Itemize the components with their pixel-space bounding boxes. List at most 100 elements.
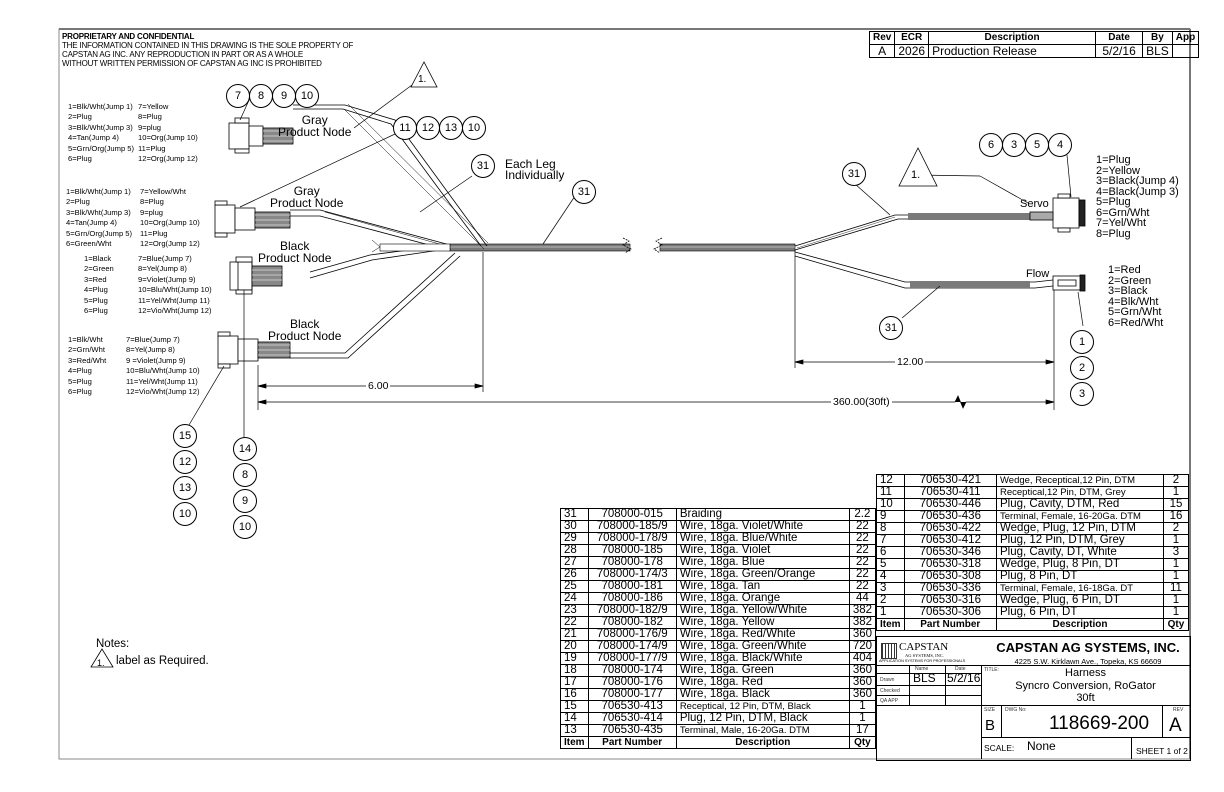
item-balloon: 10 bbox=[462, 116, 486, 140]
bom-part-number: 708000-174/3 bbox=[587, 568, 677, 581]
company-address: 4225 S.W. Kirklawn Ave., Topeka, KS 6660… bbox=[1014, 657, 1162, 666]
bom-part-number: 706530-346 bbox=[903, 546, 998, 559]
node1-label-bottom: Product Node bbox=[278, 125, 352, 139]
pin-row: 3=Blk/Wht(Jump 3)9=plug bbox=[68, 123, 198, 133]
drawn-label: Drawn bbox=[880, 677, 895, 683]
dimension-6: 6.00 bbox=[366, 380, 391, 392]
bom-description: Receptical, 12 Pin, DTM, Black bbox=[675, 700, 850, 713]
pin-entry: 12=Org(Jump 12) bbox=[138, 154, 198, 164]
bom-header-qty: Qty bbox=[848, 736, 877, 749]
dimension-lines bbox=[257, 250, 1055, 410]
item-balloon: 1 bbox=[1070, 330, 1094, 354]
pin-row: 5=Grn/Org(Jump 5)11=Plug bbox=[68, 144, 198, 154]
pin-entry: 3=Black(Jump 4) bbox=[1096, 175, 1179, 187]
connector-flow bbox=[1034, 274, 1086, 292]
dimension-360: 360.00(30ft) bbox=[831, 396, 892, 408]
pin-entry: 5=Plug bbox=[68, 376, 92, 386]
item-balloon: 12 bbox=[173, 450, 197, 474]
node2-label-top: Gray bbox=[293, 184, 320, 198]
ecr-cell: 2026 bbox=[894, 44, 930, 58]
by-header: By bbox=[1142, 31, 1173, 45]
bom-qty: 1 bbox=[1163, 570, 1189, 583]
pin-entry: 10=Org(Jump 10) bbox=[138, 133, 198, 143]
bom-description: Wire, 18ga. Violet bbox=[675, 544, 850, 557]
main-trunk bbox=[449, 237, 796, 254]
bom-description: Wire, 18ga. Blue/White bbox=[675, 532, 850, 545]
node3-label: Black Product Node bbox=[258, 240, 331, 264]
pin-entry: 8=Yel(Jump 8) bbox=[138, 264, 187, 274]
pin-entry: 8=Plug bbox=[140, 197, 164, 207]
bom-item: 20 bbox=[560, 640, 589, 653]
note-flag-top-label: 1. bbox=[418, 74, 427, 85]
pin-entry: 11=Yel/Wht(Jump 11) bbox=[138, 295, 210, 305]
bom-description: Plug, Cavity, DT, White bbox=[996, 546, 1164, 559]
bom-item: 3 bbox=[876, 582, 905, 595]
item-balloon: 9 bbox=[233, 489, 257, 513]
bom-part-number: 708000-174 bbox=[587, 664, 677, 677]
bom-item: 24 bbox=[560, 592, 589, 605]
bom-qty: 404 bbox=[848, 652, 877, 665]
date-header: Date bbox=[1095, 31, 1144, 45]
pin-entry: 11=Plug bbox=[138, 143, 166, 153]
pin-entry: 5=Grn/Wht bbox=[1108, 306, 1162, 318]
connector-node3 bbox=[229, 256, 283, 295]
pin-entry: 3=Red bbox=[84, 274, 107, 284]
pin-row: 1=Blk/Wht(Jump 1)7=Yellow/Wht bbox=[66, 187, 200, 197]
item-balloon: 31 bbox=[842, 162, 866, 186]
bom-description: Plug, 12 Pin, DTM, Grey bbox=[996, 534, 1164, 547]
size-label: SIZE bbox=[984, 707, 996, 713]
node4-label: Black Product Node bbox=[268, 318, 341, 342]
bom-qty: 2.2 bbox=[848, 508, 877, 521]
pin-row: 3=Blk/Wht(Jump 3)9=plug bbox=[66, 208, 200, 218]
bom-part-number: 708000-177 bbox=[587, 688, 677, 701]
ecr-header: ECR bbox=[894, 31, 930, 45]
proprietary-line: WITHOUT WRITTEN PERMISSION OF CAPSTAN AG… bbox=[62, 59, 322, 68]
revision-table: Rev ECR Description Date By App A 2026 P… bbox=[868, 31, 1200, 58]
item-balloon: 2 bbox=[1070, 356, 1094, 380]
bom-qty: 382 bbox=[848, 616, 877, 629]
bom-part-number: 706530-414 bbox=[587, 712, 677, 725]
bom-part-number: 706530-413 bbox=[587, 700, 677, 713]
pin-row: 1=Blk/Wht(Jump 1)7=Yellow bbox=[68, 102, 198, 112]
pin-entry: 4=Tan(Jump 4) bbox=[68, 133, 119, 143]
bom-header-part-number: Part Number bbox=[587, 736, 677, 749]
node3-label-top: Black bbox=[280, 239, 310, 253]
item-balloon: 14 bbox=[233, 437, 257, 461]
pin-entry: 7=Yel/Wht bbox=[1096, 217, 1147, 229]
bom-part-number: 708000-182/9 bbox=[587, 604, 677, 617]
pin-entry: 8=Plug bbox=[1096, 227, 1131, 240]
notes-title: Notes: bbox=[96, 638, 130, 650]
bom-qty: 22 bbox=[848, 520, 877, 533]
pin-entry: 3=Blk/Wht(Jump 3) bbox=[68, 122, 133, 132]
bom-item: 25 bbox=[560, 580, 589, 593]
bom-qty: 1 bbox=[848, 700, 877, 713]
drawn-name: BLS bbox=[913, 671, 936, 685]
title-label: TITLE: bbox=[984, 667, 1000, 673]
pin-entry: 9=plug bbox=[140, 207, 164, 217]
bom-description: Wire, 18ga. Green/White bbox=[675, 640, 850, 653]
pin-entry: 3=Red/Wht bbox=[68, 355, 107, 365]
node1-label: Gray Product Node bbox=[278, 114, 351, 138]
bom-qty: 1 bbox=[1163, 558, 1189, 571]
note-flag-servo-label: 1. bbox=[911, 169, 921, 181]
